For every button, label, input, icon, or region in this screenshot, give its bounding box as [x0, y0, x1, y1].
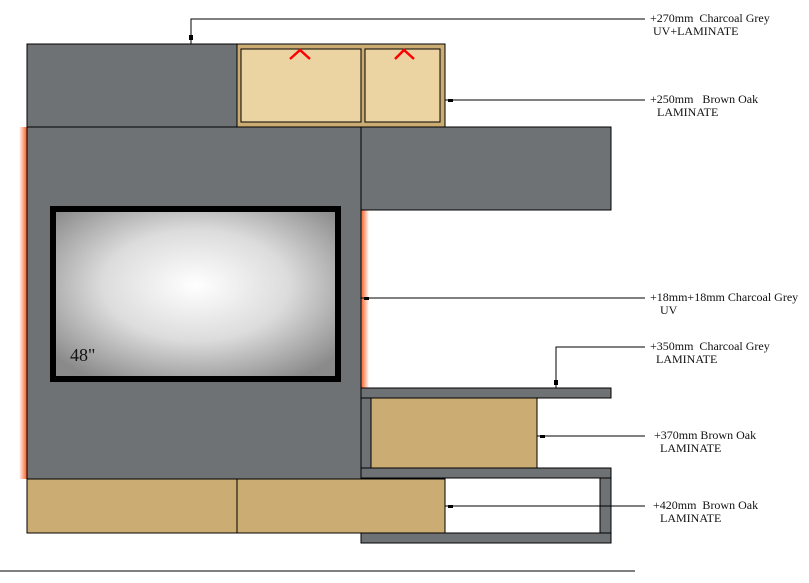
top-cabinet-door-right: [364, 48, 441, 123]
lower-shelf-bottom: [360, 532, 612, 544]
top-left-panel: [26, 43, 238, 128]
handle-chevron-icon: [394, 48, 415, 60]
lower-shelf-top: [360, 467, 612, 479]
bottom-drawer-right: [236, 478, 446, 534]
middle-shelf-top: [360, 387, 612, 399]
top-cabinet-door-left: [240, 48, 362, 123]
tv-size-label: 48": [70, 345, 96, 365]
tv-screen: [50, 206, 341, 382]
handle-chevron-icon: [289, 48, 311, 60]
leader-line-350: [555, 346, 645, 388]
right-upper-shelf: [360, 126, 612, 211]
bottom-drawer-left: [26, 478, 238, 534]
leader-line-270: [190, 18, 645, 44]
middle-shelf-post: [360, 397, 372, 469]
middle-drawer: [370, 397, 538, 469]
led-glow-left: [19, 127, 27, 479]
